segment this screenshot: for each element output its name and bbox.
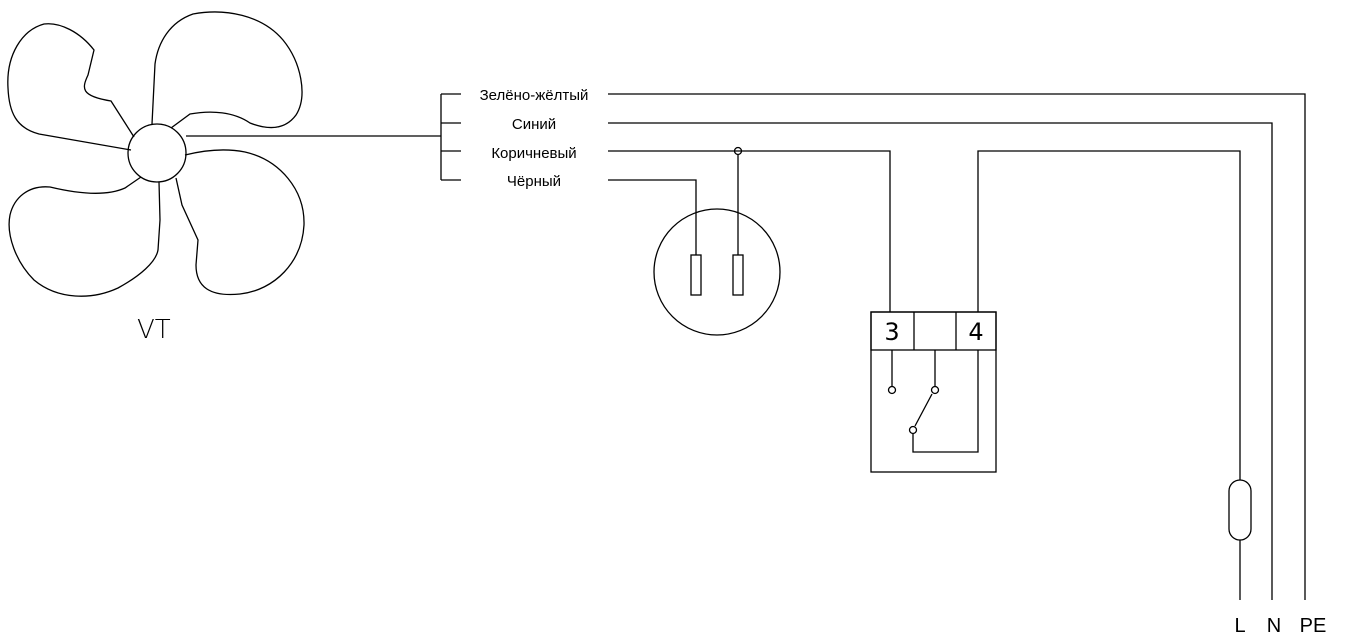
terminal-4-label: 4 bbox=[968, 318, 983, 346]
wire-label-brown: Коричневый bbox=[491, 145, 576, 162]
contact-lead-4 bbox=[912, 350, 979, 453]
socket-pin-left bbox=[690, 254, 702, 296]
wire-blue bbox=[608, 122, 1273, 600]
switch-lever bbox=[914, 393, 933, 427]
supply-label-n: N bbox=[1267, 615, 1281, 637]
wire-brown bbox=[608, 150, 891, 312]
fan-blade-top-left bbox=[7, 23, 135, 151]
wire-label-blue: Синий bbox=[512, 116, 556, 133]
switch-terminal-strip bbox=[870, 311, 997, 351]
fan-blade-bottom-left bbox=[8, 176, 161, 297]
contact-lower bbox=[908, 425, 918, 435]
wire-label-black: Чёрный bbox=[507, 173, 561, 190]
supply-label-pe: PE bbox=[1300, 615, 1327, 637]
fan-blade-bottom-right bbox=[175, 149, 305, 296]
wire-label-green-yellow: Зелёно-жёлтый bbox=[480, 87, 589, 104]
fuse-symbol bbox=[1228, 479, 1252, 541]
wire-green-yellow bbox=[608, 93, 1306, 600]
terminal-3-label: 3 bbox=[884, 318, 899, 346]
supply-label-l: L bbox=[1234, 615, 1245, 637]
fan-blade-top-right bbox=[151, 11, 303, 129]
fan-hub bbox=[127, 123, 187, 183]
fan-symbol bbox=[7, 11, 441, 297]
junction-node bbox=[733, 146, 743, 156]
wire-line bbox=[977, 150, 1241, 480]
cable-bundle bbox=[440, 93, 461, 181]
socket-outline bbox=[653, 208, 781, 336]
contact-common bbox=[930, 385, 940, 395]
wire-black bbox=[608, 179, 697, 255]
socket-pin-right bbox=[732, 254, 744, 296]
socket-symbol bbox=[653, 208, 781, 336]
switch-block bbox=[870, 311, 997, 473]
contact-3 bbox=[887, 385, 897, 395]
fan-label: VT bbox=[137, 315, 171, 345]
